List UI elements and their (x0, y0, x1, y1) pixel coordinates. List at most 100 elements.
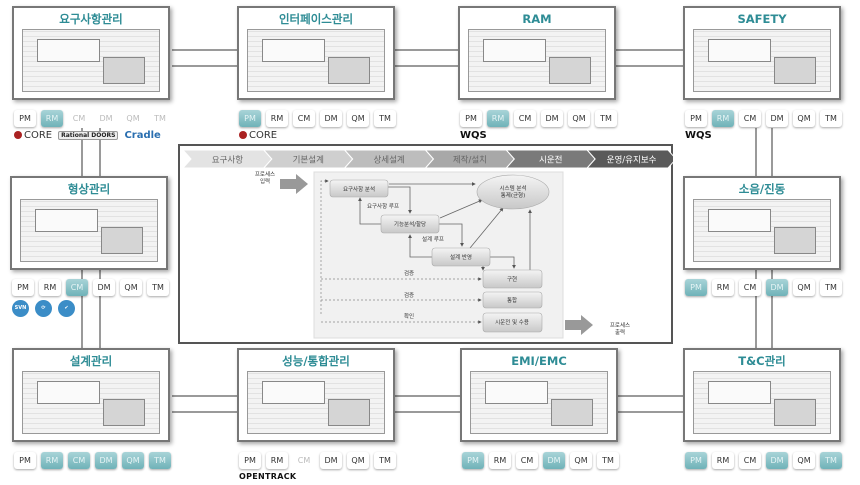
tag-dm[interactable]: DM (95, 110, 117, 127)
module-card-m3[interactable]: RAM (458, 6, 616, 100)
tag-pm[interactable]: PM (14, 452, 36, 469)
tag-qm[interactable]: QM (122, 110, 144, 127)
tag-pm[interactable]: PM (685, 452, 707, 469)
stage-label: 운영/유지보수 (607, 155, 657, 166)
tag-cm[interactable]: CM (68, 110, 90, 127)
tool-logos: OPENTRACK (239, 472, 296, 481)
input-arrow-icon (280, 174, 308, 194)
tag-rm[interactable]: RM (39, 279, 61, 296)
module-screenshot (20, 199, 158, 262)
tag-cm[interactable]: CM (514, 110, 536, 127)
tag-cm[interactable]: CM (293, 110, 315, 127)
tag-dm[interactable]: DM (766, 110, 788, 127)
tag-tm[interactable]: TM (147, 279, 169, 296)
tag-qm[interactable]: QM (347, 110, 369, 127)
module-tag-group: PM RM CM DM QM TM (462, 452, 619, 469)
tag-rm[interactable]: RM (712, 279, 734, 296)
tag-tm[interactable]: TM (374, 452, 396, 469)
core-logo: CORE (239, 130, 277, 141)
tag-tm[interactable]: TM (374, 110, 396, 127)
module-screenshot (468, 29, 606, 92)
node-implement (482, 269, 543, 289)
design-loop-label: 설계 루프 (422, 235, 444, 243)
svn-logo: SVN (12, 300, 29, 317)
input-label-2: 입력 (260, 177, 270, 185)
tag-rm[interactable]: RM (266, 452, 288, 469)
tag-qm[interactable]: QM (793, 279, 815, 296)
node-sys-analysis-label-2: 통제(균형) (501, 191, 526, 199)
tag-dm[interactable]: DM (320, 110, 342, 127)
tag-pm[interactable]: PM (12, 279, 34, 296)
tool-logos: WQS (460, 130, 487, 141)
tag-cm[interactable]: CM (293, 452, 315, 469)
tag-cm[interactable]: CM (739, 279, 761, 296)
module-title: RAM (522, 12, 552, 26)
tag-qm[interactable]: QM (120, 279, 142, 296)
core-logo: CORE (14, 130, 52, 141)
input-label-1: 프로세스 (255, 170, 275, 178)
tag-pm[interactable]: PM (462, 452, 484, 469)
tag-qm[interactable]: QM (122, 452, 144, 469)
module-card-m9[interactable]: EMI/EMC (460, 348, 618, 442)
tag-qm[interactable]: QM (570, 452, 592, 469)
tag-rm[interactable]: RM (489, 452, 511, 469)
tag-cm[interactable]: CM (739, 110, 761, 127)
module-screenshot (22, 371, 160, 434)
tag-pm[interactable]: PM (14, 110, 36, 127)
tag-rm[interactable]: RM (41, 452, 63, 469)
node-design (431, 247, 491, 267)
rational-doors-logo: Rational DOORS (58, 131, 119, 140)
tag-qm[interactable]: QM (568, 110, 590, 127)
node-func-analysis (380, 214, 440, 234)
tag-qm[interactable]: QM (793, 452, 815, 469)
tag-tm[interactable]: TM (149, 452, 171, 469)
module-card-m2[interactable]: 인터페이스관리 (237, 6, 395, 100)
tag-rm[interactable]: RM (487, 110, 509, 127)
tag-rm[interactable]: RM (41, 110, 63, 127)
node-req-analysis (329, 179, 389, 198)
module-title: 성능/통합관리 (282, 354, 350, 368)
module-card-m4[interactable]: SAFETY (683, 6, 841, 100)
module-card-m1[interactable]: 요구사항관리 (12, 6, 170, 100)
tag-dm[interactable]: DM (320, 452, 342, 469)
tag-tm[interactable]: TM (820, 279, 842, 296)
tag-dm[interactable]: DM (766, 452, 788, 469)
module-tag-group: PM RM CM DM QM TM (14, 110, 171, 127)
module-card-m5[interactable]: 형상관리 (10, 176, 168, 270)
module-tag-group: PM RM CM DM QM TM (685, 279, 842, 296)
tag-cm[interactable]: CM (739, 452, 761, 469)
module-card-m6[interactable]: 소음/진동 (683, 176, 841, 270)
node-implement-label: 구현 (507, 275, 517, 283)
tag-dm[interactable]: DM (95, 452, 117, 469)
tag-tm[interactable]: TM (149, 110, 171, 127)
tag-rm[interactable]: RM (266, 110, 288, 127)
tag-cm[interactable]: CM (516, 452, 538, 469)
tag-tm[interactable]: TM (820, 452, 842, 469)
tag-pm[interactable]: PM (685, 279, 707, 296)
tag-pm[interactable]: PM (239, 452, 261, 469)
tag-cm[interactable]: CM (66, 279, 88, 296)
tag-dm[interactable]: DM (541, 110, 563, 127)
module-title: EMI/EMC (511, 354, 567, 368)
tag-dm[interactable]: DM (93, 279, 115, 296)
tag-tm[interactable]: TM (820, 110, 842, 127)
tag-pm[interactable]: PM (460, 110, 482, 127)
module-card-m7[interactable]: 설계관리 (12, 348, 170, 442)
tag-cm[interactable]: CM (68, 452, 90, 469)
tag-rm[interactable]: RM (712, 452, 734, 469)
tag-dm[interactable]: DM (543, 452, 565, 469)
tag-rm[interactable]: RM (712, 110, 734, 127)
tag-qm[interactable]: QM (347, 452, 369, 469)
tag-pm[interactable]: PM (239, 110, 261, 127)
module-screenshot (693, 199, 831, 262)
tag-tm[interactable]: TM (595, 110, 617, 127)
module-screenshot (470, 371, 608, 434)
verify-label-1: 검증 (404, 270, 414, 277)
tag-dm[interactable]: DM (766, 279, 788, 296)
tag-qm[interactable]: QM (793, 110, 815, 127)
tag-tm[interactable]: TM (597, 452, 619, 469)
module-card-m10[interactable]: T&C관리 (683, 348, 841, 442)
module-card-m8[interactable]: 성능/통합관리 (237, 348, 395, 442)
tag-pm[interactable]: PM (685, 110, 707, 127)
